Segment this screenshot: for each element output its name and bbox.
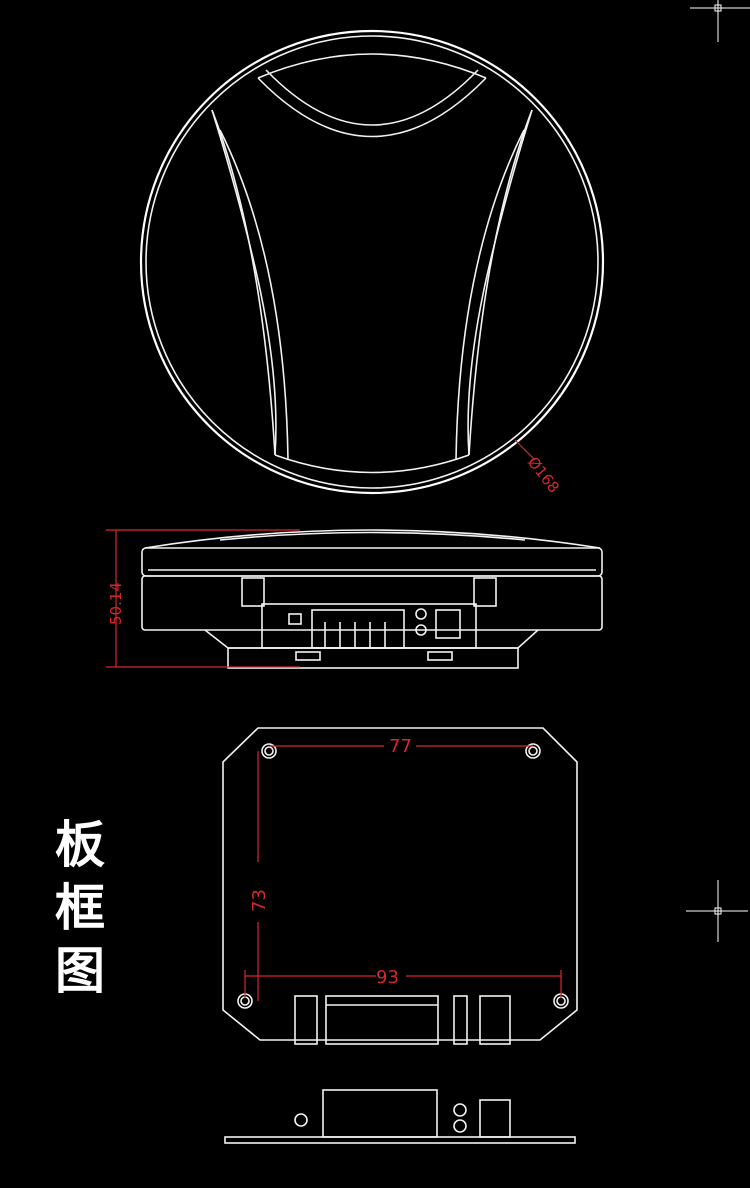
title-char-2: 框 xyxy=(55,879,105,937)
diameter-dimension: Ø168 xyxy=(514,439,563,496)
diameter-label: Ø168 xyxy=(524,453,563,496)
title-char-3: 图 xyxy=(55,942,105,1000)
board-dimensions: 77 73 93 xyxy=(244,734,562,1001)
height-dimension: 50.14 xyxy=(106,529,300,668)
crosshair-top-right xyxy=(690,0,750,42)
hole-height-label: 73 xyxy=(249,889,270,912)
side-view xyxy=(141,529,603,669)
hole-width-top-label: 77 xyxy=(389,736,412,757)
title-char-1: 板 xyxy=(55,816,105,874)
board-outline xyxy=(222,727,578,1045)
crosshair-right xyxy=(686,880,748,942)
board-side-view xyxy=(224,1089,576,1144)
height-label: 50.14 xyxy=(107,582,125,625)
hole-width-bottom-label: 93 xyxy=(376,967,399,988)
top-view xyxy=(139,29,605,495)
